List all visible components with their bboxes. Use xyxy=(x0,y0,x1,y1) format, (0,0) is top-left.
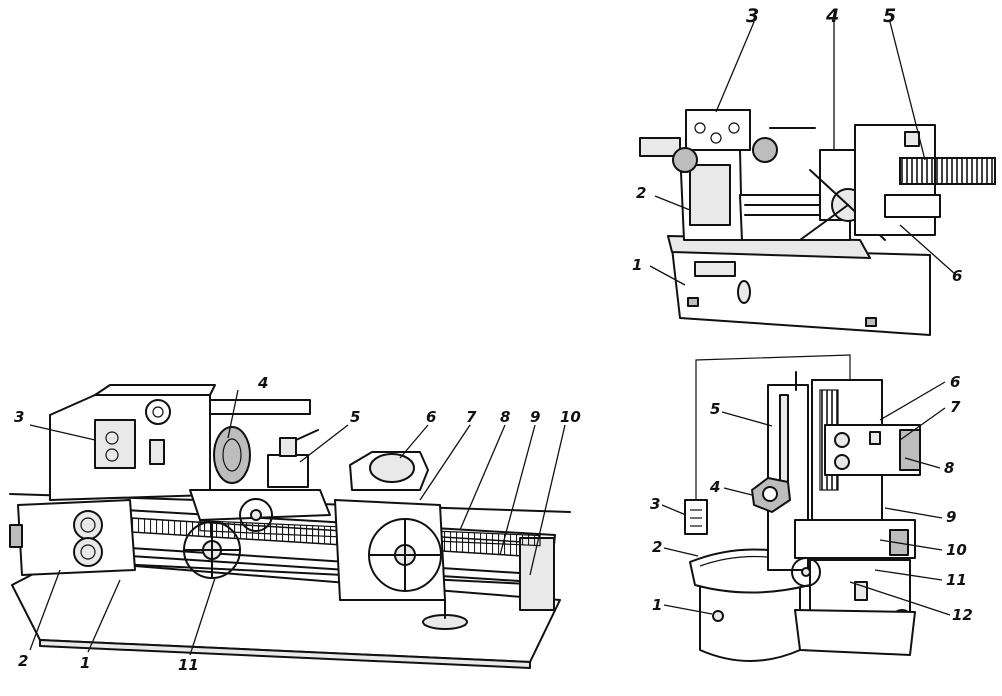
label-a-7: 7 xyxy=(466,408,477,426)
label-a-5: 5 xyxy=(350,408,360,426)
label-c-6: 6 xyxy=(950,373,960,391)
label-a-10: 10 xyxy=(560,408,581,426)
label-a-6: 6 xyxy=(426,408,436,426)
lathe-drawing xyxy=(9,384,571,669)
vertical-lathe-drawing xyxy=(684,354,921,662)
label-b-1: 1 xyxy=(632,256,642,274)
vertical-lathe-labels: 6 7 8 9 10 11 12 5 4 3 2 1 xyxy=(650,373,973,624)
label-a-8: 8 xyxy=(500,408,510,426)
label-a-11: 11 xyxy=(178,656,199,674)
label-b-6: 6 xyxy=(952,267,962,285)
label-b-2: 2 xyxy=(636,184,646,202)
label-c-4: 4 xyxy=(709,478,720,496)
label-b-3: 3 xyxy=(746,5,759,27)
label-c-2: 2 xyxy=(652,538,662,556)
label-c-7: 7 xyxy=(950,398,961,416)
label-a-1: 1 xyxy=(80,654,90,672)
label-c-8: 8 xyxy=(944,459,954,477)
label-c-11: 11 xyxy=(946,571,967,589)
lathe-labels: 3 4 5 6 7 8 9 10 2 1 11 xyxy=(14,374,581,674)
label-c-1: 1 xyxy=(652,596,662,614)
label-b-5: 5 xyxy=(883,5,896,27)
label-c-5: 5 xyxy=(710,400,720,418)
vertical-lathe-leaders xyxy=(661,381,951,616)
label-a-2: 2 xyxy=(18,652,28,670)
label-a-3: 3 xyxy=(14,408,24,426)
label-a-4: 4 xyxy=(257,374,268,392)
label-c-9: 9 xyxy=(946,508,956,526)
turret-lathe-labels: 3 4 5 2 1 6 xyxy=(632,5,962,285)
label-c-12: 12 xyxy=(952,606,973,624)
label-c-10: 10 xyxy=(946,541,967,559)
turret-lathe-leaders xyxy=(649,21,956,286)
label-b-4: 4 xyxy=(825,5,839,27)
label-a-9: 9 xyxy=(530,408,540,426)
turret-lathe-drawing xyxy=(639,109,996,336)
label-c-3: 3 xyxy=(650,495,660,513)
